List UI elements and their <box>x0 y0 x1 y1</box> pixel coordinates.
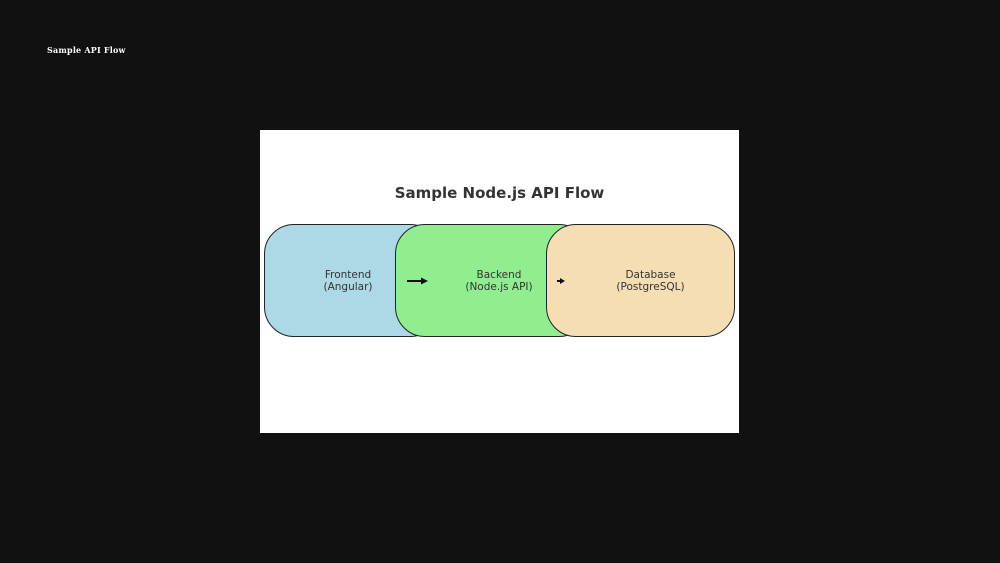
diagram-figure: Sample Node.js API Flow Frontend (Angula… <box>260 130 739 433</box>
frontend-to-backend-arrow <box>407 277 428 285</box>
frontend-node-name: Frontend <box>324 268 372 281</box>
diagram-title: Sample Node.js API Flow <box>394 184 605 202</box>
backend-to-database-arrow <box>557 278 565 284</box>
database-node-name: Database <box>625 268 676 281</box>
slide-title: Sample API Flow <box>47 45 126 55</box>
backend-node-tech: (Node.js API) <box>465 280 533 293</box>
database-node-tech: (PostgreSQL) <box>616 280 685 293</box>
frontend-node-tech: (Angular) <box>323 280 373 293</box>
database-node: Database (PostgreSQL) <box>546 224 735 337</box>
backend-node-name: Backend <box>476 268 522 281</box>
